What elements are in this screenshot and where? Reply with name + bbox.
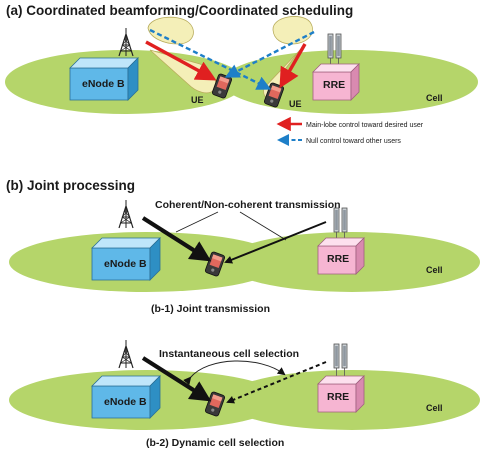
dcs-arrow-enodeb bbox=[141, 356, 212, 402]
jt-caption: (b-1) Joint transmission bbox=[151, 303, 270, 315]
enodeb-label: eNode B bbox=[104, 396, 147, 408]
cell-label-b2: Cell bbox=[426, 403, 443, 413]
null-arrow-right bbox=[224, 30, 315, 78]
null-arrow-left bbox=[149, 28, 272, 90]
dcs-arrow-rre bbox=[226, 361, 327, 404]
ue-left-label: UE bbox=[191, 95, 204, 105]
jt-arrow-enodeb bbox=[141, 216, 212, 262]
main-lobe-arrow-left bbox=[145, 40, 217, 81]
tower-icon bbox=[118, 199, 134, 229]
legend-main-lobe-label: Main-lobe control toward desired user bbox=[306, 122, 424, 129]
section-b-title: (b) Joint processing bbox=[6, 178, 135, 193]
beam-a-upper-right bbox=[272, 16, 313, 45]
enodeb-label: eNode B bbox=[82, 78, 125, 90]
enodeb-label: eNode B bbox=[104, 258, 147, 270]
rre-label: RRE bbox=[327, 253, 349, 265]
cell-label-b1: Cell bbox=[426, 265, 443, 275]
dcs-switch-arc bbox=[183, 360, 286, 386]
legend-null-label: Null control toward other users bbox=[306, 138, 401, 145]
beam-a-upper-left bbox=[147, 16, 194, 45]
dcs-annotation: Instantaneous cell selection bbox=[159, 348, 299, 360]
jt-arrow-rre bbox=[224, 221, 327, 264]
main-lobe-arrow-right bbox=[279, 43, 307, 89]
ue-right-label: UE bbox=[289, 99, 302, 109]
jt-annotation: Coherent/Non-coherent transmission bbox=[155, 199, 341, 211]
rre-label: RRE bbox=[323, 79, 345, 91]
cell-label-a: Cell bbox=[426, 93, 443, 103]
jt-callout-line-right bbox=[239, 211, 287, 241]
jt-callout-line-left bbox=[175, 211, 219, 233]
dcs-caption: (b-2) Dynamic cell selection bbox=[146, 437, 284, 449]
rre-label: RRE bbox=[327, 391, 349, 403]
section-a-title: (a) Coordinated beamforming/Coordinated … bbox=[6, 3, 353, 18]
tower-icon bbox=[118, 339, 134, 369]
